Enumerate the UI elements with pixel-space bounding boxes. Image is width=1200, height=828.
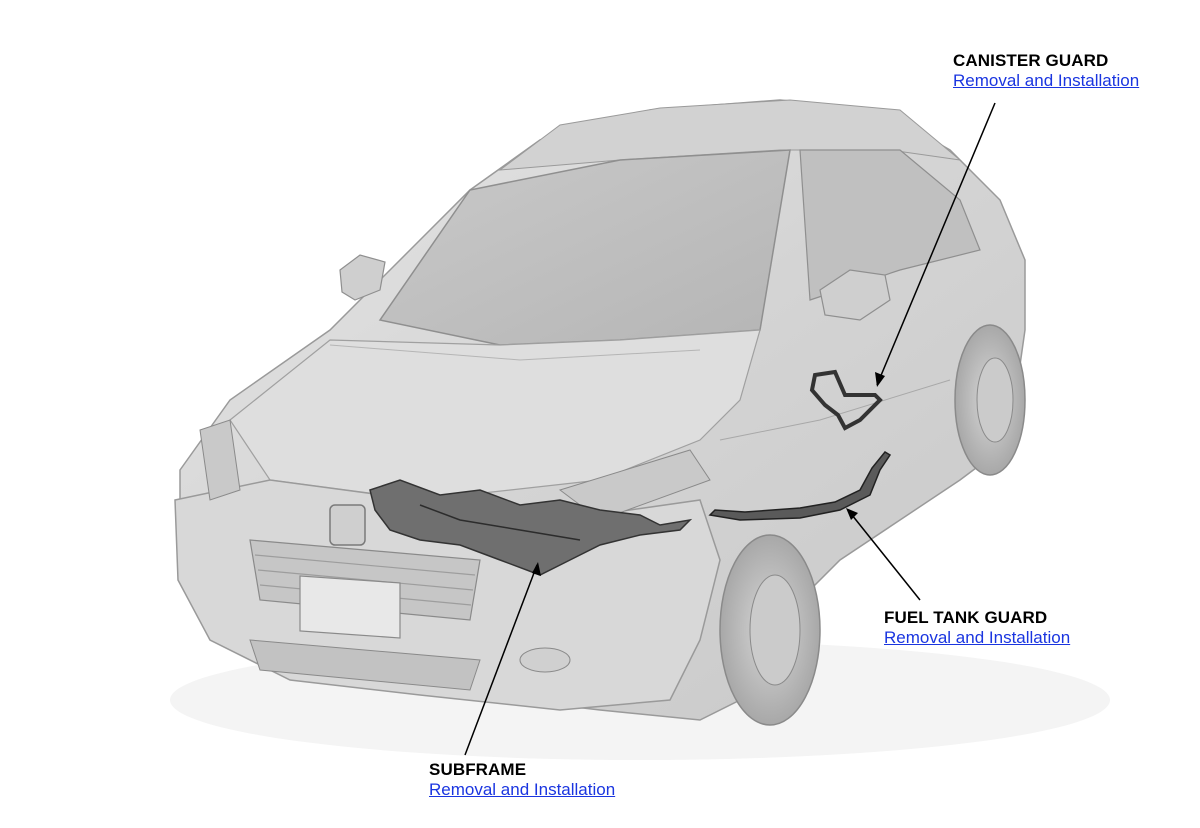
canister-guard-part	[809, 369, 883, 431]
fuel-tank-guard-removal-link[interactable]: Removal and Installation	[884, 628, 1071, 647]
left-mirror	[339, 254, 386, 301]
side-windows	[799, 149, 981, 301]
license-plate	[299, 575, 401, 639]
subframe-part	[369, 479, 693, 576]
canister-guard-title: CANISTER GUARD	[953, 51, 1109, 70]
subframe-arrowhead	[532, 562, 541, 576]
subframe-title: SUBFRAME	[429, 760, 527, 779]
fuel-tank-guard-callout: FUEL TANK GUARD Removal and Installation	[884, 608, 1070, 648]
windshield	[378, 149, 791, 346]
fuel-tank-leader-line	[847, 509, 921, 601]
subframe-callout: SUBFRAME Removal and Installation	[429, 760, 615, 800]
fuel-tank-guard-title: FUEL TANK GUARD	[884, 608, 1048, 627]
lower-grille	[249, 639, 481, 691]
right-mirror	[819, 269, 891, 321]
subframe-removal-link[interactable]: Removal and Installation	[429, 780, 616, 799]
fuel-tank-guard-part	[708, 451, 892, 521]
fog-light	[519, 647, 571, 673]
subframe-leader-line	[464, 564, 538, 756]
canister-leader-line	[876, 102, 996, 386]
canister-guard-removal-link[interactable]: Removal and Installation	[953, 71, 1140, 90]
canister-arrowhead	[875, 372, 885, 387]
left-headlight	[199, 419, 241, 501]
canister-guard-callout: CANISTER GUARD Removal and Installation	[953, 51, 1139, 91]
fuel-tank-arrowhead	[846, 508, 858, 520]
emblem	[329, 504, 366, 546]
